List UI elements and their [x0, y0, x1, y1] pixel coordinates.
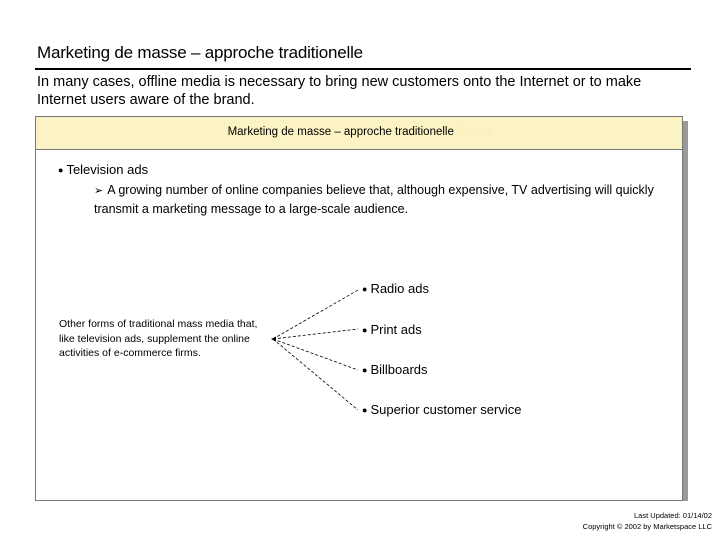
- slide-title: Marketing de masse – approche traditione…: [37, 43, 363, 62]
- option-label: Print ads: [370, 322, 422, 337]
- bullet-dot-icon: ●: [362, 365, 368, 375]
- sub-bullet-text: A growing number of online companies bel…: [94, 183, 654, 216]
- connector-print: [272, 328, 359, 340]
- option-label: Radio ads: [370, 281, 429, 296]
- option-radio-ads: ●Radio ads: [362, 281, 429, 296]
- panel-header: Marketing de masse – approche traditione…: [36, 117, 682, 150]
- side-note: Other forms of traditional mass media th…: [59, 318, 258, 359]
- content-panel: Marketing de masse – approche traditione…: [35, 116, 683, 501]
- title-divider: [35, 68, 691, 70]
- footer-copyright: Copyright © 2002 by Marketspace LLC: [582, 522, 712, 531]
- option-billboards: ●Billboards: [362, 362, 428, 377]
- main-bullet: ●Television ads: [58, 162, 148, 177]
- option-print-ads: ●Print ads: [362, 322, 422, 337]
- option-customer-service: ●Superior customer service: [362, 402, 521, 417]
- panel-header-tag: Exhibit: [455, 126, 491, 138]
- option-label: Superior customer service: [370, 402, 522, 417]
- bullet-dot-icon: ●: [362, 284, 368, 294]
- connector-radio: [272, 289, 359, 340]
- footer-last-updated: Last Updated: 01/14/02: [634, 511, 712, 520]
- main-bullet-label: Television ads: [66, 162, 149, 177]
- bullet-dot-icon: ●: [362, 325, 368, 335]
- panel-header-title: Marketing de masse – approche traditione…: [227, 126, 454, 138]
- bullet-dot-icon: ●: [362, 405, 368, 415]
- arrow-bullet-icon: ➢: [94, 185, 104, 197]
- sub-bullet: ➢A growing number of online companies be…: [94, 181, 674, 218]
- connector-billboards: [272, 338, 359, 371]
- bullet-dot-icon: ●: [58, 165, 64, 175]
- intro-text: In many cases, offline media is necessar…: [37, 74, 642, 108]
- arrowhead-icon: [271, 336, 276, 342]
- option-label: Billboards: [370, 362, 428, 377]
- connector-service: [272, 338, 359, 411]
- connector-lines: [271, 289, 359, 411]
